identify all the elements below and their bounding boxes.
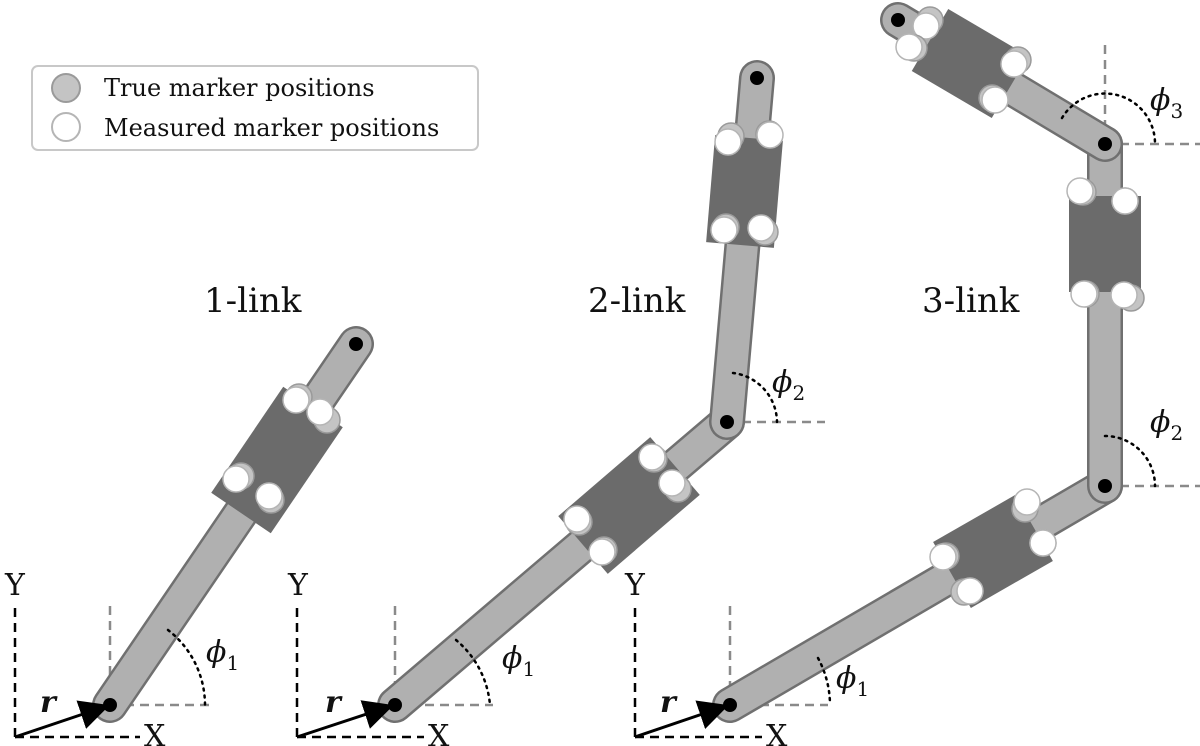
marker-plate xyxy=(211,386,343,534)
angle-arc xyxy=(731,371,779,424)
joint xyxy=(1098,137,1112,151)
angle-label-phi-2: ϕ2 xyxy=(1150,405,1183,445)
x-axis-label: X xyxy=(144,719,166,746)
angle-arc xyxy=(166,628,207,707)
measured-marker xyxy=(912,12,940,40)
link-1 xyxy=(377,404,745,723)
marker-group xyxy=(222,383,341,514)
diagram-title: 3-link xyxy=(922,281,1020,321)
end-point xyxy=(891,13,905,27)
base-joint xyxy=(723,698,737,712)
measured-marker xyxy=(1111,187,1139,215)
position-vector-arrow xyxy=(634,700,729,739)
marker-group xyxy=(710,120,784,246)
measured-marker xyxy=(222,465,250,493)
measured-marker-swatch xyxy=(51,112,81,142)
marker-group xyxy=(895,6,1032,114)
measured-marker xyxy=(588,538,616,566)
measured-marker xyxy=(1000,50,1028,78)
marker-group xyxy=(1066,177,1145,312)
y-axis-label: Y xyxy=(4,568,26,603)
marker-group xyxy=(563,443,692,566)
end-point xyxy=(750,71,764,85)
angle-arc xyxy=(1103,434,1157,488)
position-vector-label: r xyxy=(40,685,58,720)
measured-marker xyxy=(1013,488,1041,516)
link-1 xyxy=(712,468,1123,723)
true-marker-swatch xyxy=(51,73,81,103)
joint xyxy=(1098,479,1112,493)
y-axis-label: Y xyxy=(287,568,309,603)
measured-marker xyxy=(1029,529,1057,557)
base-joint xyxy=(388,698,402,712)
marker-group xyxy=(929,488,1057,606)
measured-marker xyxy=(282,386,310,414)
angle-label-phi-1: ϕ1 xyxy=(836,661,869,701)
diagram-title: 2-link xyxy=(588,281,686,321)
measured-marker xyxy=(756,121,784,149)
measured-marker xyxy=(638,443,666,471)
angle-label-phi-1: ϕ1 xyxy=(206,635,239,675)
position-vector-label: r xyxy=(660,685,678,720)
angle-arc xyxy=(1060,92,1157,146)
diagram-title: 1-link xyxy=(204,281,302,321)
measured-marker xyxy=(1110,281,1138,309)
measured-marker xyxy=(895,33,923,61)
measured-marker xyxy=(306,398,334,426)
marker-plate xyxy=(933,495,1053,608)
y-axis-label: Y xyxy=(624,568,646,603)
angle-label-phi-2: ϕ2 xyxy=(772,365,805,405)
measured-marker xyxy=(956,577,984,605)
diagram-1-link: 1-link ϕ1 Y X xyxy=(4,281,374,746)
joint xyxy=(720,415,734,429)
link-3 xyxy=(880,2,1123,162)
marker-plate xyxy=(911,8,1029,119)
angle-arc xyxy=(816,656,832,707)
position-vector-arrow xyxy=(14,700,110,739)
legend-frame xyxy=(31,65,479,151)
measured-marker xyxy=(747,214,775,242)
angle-label-phi-3: ϕ3 xyxy=(1150,83,1183,123)
legend-measured-label: Measured marker positions xyxy=(104,114,439,142)
legend-true-label: True marker positions xyxy=(104,74,375,102)
position-vector-arrow xyxy=(296,700,394,739)
position-vector-label: r xyxy=(325,685,343,720)
legend: True marker positions Measured marker po… xyxy=(31,65,479,151)
measured-marker xyxy=(1066,177,1094,205)
base-joint xyxy=(103,698,117,712)
x-axis-label: X xyxy=(766,719,788,746)
measured-marker xyxy=(1070,280,1098,308)
diagram-2-link: 2-link xyxy=(287,60,825,746)
measured-marker xyxy=(710,216,738,244)
measured-marker xyxy=(658,469,686,497)
link-2 xyxy=(706,60,783,440)
measured-marker xyxy=(714,128,742,156)
angle-arc xyxy=(454,638,492,707)
diagram-3-link: 3-link xyxy=(624,2,1200,746)
measured-marker xyxy=(255,482,283,510)
end-point xyxy=(349,337,363,351)
measured-marker xyxy=(981,86,1009,114)
x-axis-label: X xyxy=(428,719,450,746)
angle-label-phi-1: ϕ1 xyxy=(502,641,535,681)
measured-marker xyxy=(563,505,591,533)
marker-plate xyxy=(706,135,783,248)
measured-marker xyxy=(929,543,957,571)
